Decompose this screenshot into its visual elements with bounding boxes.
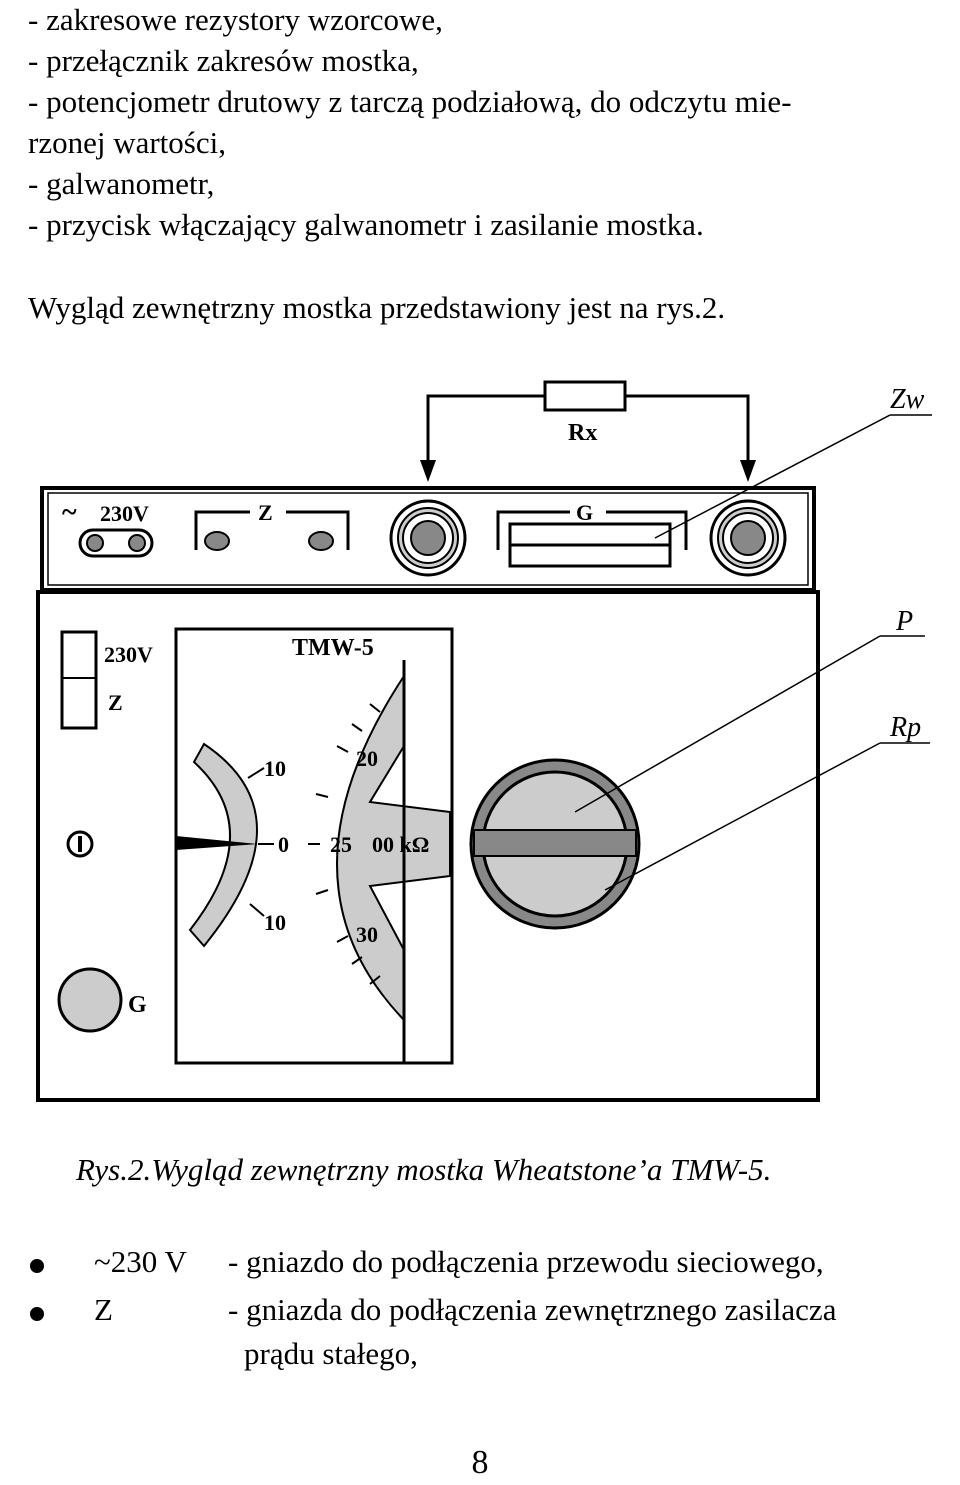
reference-sentence: Wygląd zewnętrzny mostka przedstawiony j…	[28, 290, 726, 325]
galv-tick-bottom: 10	[264, 910, 286, 935]
galv-tick-zero: 0	[278, 832, 289, 857]
rp-label: Rp	[889, 712, 921, 743]
model-label: TMW-5	[292, 635, 374, 661]
dial-tick-30: 30	[356, 922, 378, 947]
bullet-desc-cont: prądu stałego,	[244, 1336, 418, 1371]
intro-line-4: rzonej wartości,	[28, 125, 226, 160]
power-switch[interactable]	[60, 630, 98, 730]
bridge-figure: Rx ~ 230V Z G Zw 230V Z	[36, 380, 932, 1102]
zw-label: Zw	[890, 384, 925, 415]
intro-line-2: - przełącznik zakresów mostka,	[28, 43, 419, 78]
range-knob[interactable]	[469, 758, 641, 930]
rx-circuit	[426, 380, 750, 465]
terminal-left[interactable]	[389, 499, 467, 577]
terminal-right[interactable]	[709, 499, 787, 577]
top-z-label: Z	[258, 500, 273, 525]
bullet-item-mains: ~230 V - gniazdo do podłączenia przewodu…	[0, 1244, 960, 1284]
bullet-term: Z	[94, 1292, 113, 1327]
arrow-left-icon	[420, 460, 436, 482]
top-mains-label: 230V	[100, 501, 149, 526]
bullet-icon	[30, 1307, 44, 1321]
figure-caption: Rys.2.Wygląd zewnętrzny mostka Wheatston…	[76, 1152, 772, 1187]
button-g-label: G	[128, 992, 147, 1018]
intro-line-1: - zakresowe rezystory wzorcowe,	[28, 2, 443, 37]
top-g-label: G	[576, 500, 593, 525]
switch-230-label: 230V	[104, 642, 153, 667]
bullet-desc: - gniazda do podłączenia zewnętrznego za…	[228, 1292, 837, 1327]
galvanometer-button[interactable]	[57, 967, 123, 1033]
bullet-item-z: Z - gniazda do podłączenia zewnętrznego …	[0, 1292, 960, 1382]
mains-symbol: ~	[62, 497, 77, 528]
intro-line-6: - przycisk włączający galwanometr i zasi…	[28, 207, 704, 242]
galvanometer-scale	[188, 742, 258, 948]
mains-socket[interactable]	[78, 528, 154, 558]
rx-label: Rx	[568, 420, 597, 446]
galv-tick-top: 10	[264, 756, 286, 781]
z-socket-left[interactable]	[204, 531, 230, 551]
bullet-term: ~230 V	[94, 1244, 187, 1279]
dial-tick-20: 20	[356, 746, 378, 771]
p-label: P	[895, 606, 913, 637]
galvanometer-needle	[176, 836, 258, 850]
dial-scale	[336, 672, 451, 1023]
z-socket-right[interactable]	[308, 531, 334, 551]
dial-tick-25: 25	[330, 832, 352, 857]
intro-line-3: - potencjometr drutowy z tarczą podziało…	[28, 84, 792, 119]
intro-line-5: - galwanometr,	[28, 166, 215, 201]
page-number: 8	[471, 1444, 489, 1481]
bullet-desc: - gniazdo do podłączenia przewodu siecio…	[228, 1244, 824, 1279]
power-indicator-icon	[66, 830, 94, 858]
arrow-right-icon	[740, 460, 756, 482]
multiplier-label: 00 kΩ	[372, 832, 429, 857]
bullet-icon	[30, 1259, 44, 1273]
switch-z-label: Z	[108, 690, 123, 715]
